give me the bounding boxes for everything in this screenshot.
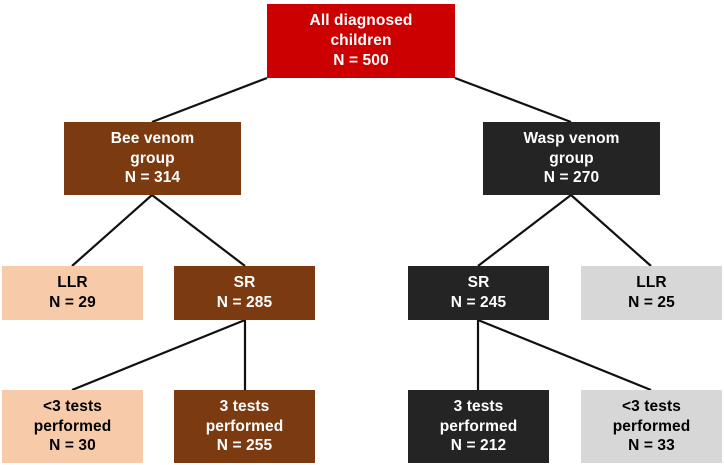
node-all-diagnosed-children-line-0: All diagnosed: [309, 12, 413, 30]
node-wasp-sr-fewer-tests-line-0: <3 tests: [622, 397, 681, 415]
node-wasp-sr-fewer-tests-line-2: N = 33: [628, 437, 675, 455]
node-bee-venom-group-line-2: N = 314: [124, 169, 181, 187]
node-wasp-llr-line-1: N = 25: [628, 294, 675, 311]
node-bee-sr-three-tests: 3 tests performed N = 255: [174, 390, 315, 463]
node-bee-sr-fewer-tests: <3 tests performed N = 30: [2, 390, 143, 463]
node-wasp-sr-line-1: N = 245: [450, 294, 507, 311]
node-wasp-sr: SR N = 245: [408, 266, 549, 320]
node-wasp-sr-three-tests-line-0: 3 tests: [453, 397, 504, 415]
node-all-diagnosed-children-line-2: N = 500: [333, 51, 389, 69]
node-wasp-venom-group-line-0: Wasp venom: [523, 129, 620, 147]
node-wasp-sr-line-0: SR: [467, 274, 490, 292]
node-all-diagnosed-children-line-1: children: [330, 32, 392, 50]
node-wasp-llr-line-0: LLR: [636, 274, 667, 292]
node-wasp-sr-three-tests: 3 tests performed N = 212: [408, 390, 549, 463]
node-bee-sr-fewer-tests-line-1: performed: [33, 417, 112, 435]
node-bee-sr-fewer-tests-line-0: <3 tests: [43, 397, 102, 415]
node-wasp-sr-three-tests-line-2: N = 212: [450, 437, 507, 455]
node-bee-sr-three-tests-line-1: performed: [205, 417, 284, 435]
node-wasp-venom-group-line-2: N = 270: [543, 169, 600, 187]
node-bee-sr-three-tests-line-0: 3 tests: [219, 397, 270, 415]
node-wasp-venom-group-line-1: group: [549, 149, 594, 167]
connector-root-to-wasp: [454, 76, 572, 124]
node-bee-llr-line-0: LLR: [57, 274, 88, 292]
connector-bee-to-llr: [71, 194, 153, 267]
connector-wasp-to-sr: [477, 194, 572, 267]
node-wasp-venom-group: Wasp venom group N = 270: [483, 122, 660, 195]
node-bee-venom-group-line-1: group: [130, 149, 175, 167]
connector-bee-to-sr: [151, 194, 246, 267]
node-wasp-llr: LLR N = 25: [581, 266, 722, 320]
node-bee-venom-group: Bee venom group N = 314: [64, 122, 241, 195]
node-bee-sr-line-1: N = 285: [216, 294, 273, 311]
node-bee-sr-three-tests-line-2: N = 255: [216, 437, 273, 455]
connector-wasp-to-llr: [570, 194, 652, 267]
node-bee-venom-group-line-0: Bee venom: [110, 129, 195, 147]
node-bee-sr: SR N = 285: [174, 266, 315, 320]
connector-wasp-sr-to-fewer: [477, 318, 652, 392]
node-wasp-sr-fewer-tests-line-1: performed: [612, 417, 691, 435]
connector-bee-sr-to-fewer: [71, 318, 246, 392]
node-bee-llr: LLR N = 29: [2, 266, 143, 320]
node-wasp-sr-fewer-tests: <3 tests performed N = 33: [581, 390, 722, 463]
connector-root-to-bee: [151, 76, 268, 124]
node-bee-sr-fewer-tests-line-2: N = 30: [49, 437, 96, 455]
node-wasp-sr-three-tests-line-1: performed: [439, 417, 518, 435]
node-bee-llr-line-1: N = 29: [49, 294, 96, 311]
node-bee-sr-line-0: SR: [233, 274, 256, 292]
